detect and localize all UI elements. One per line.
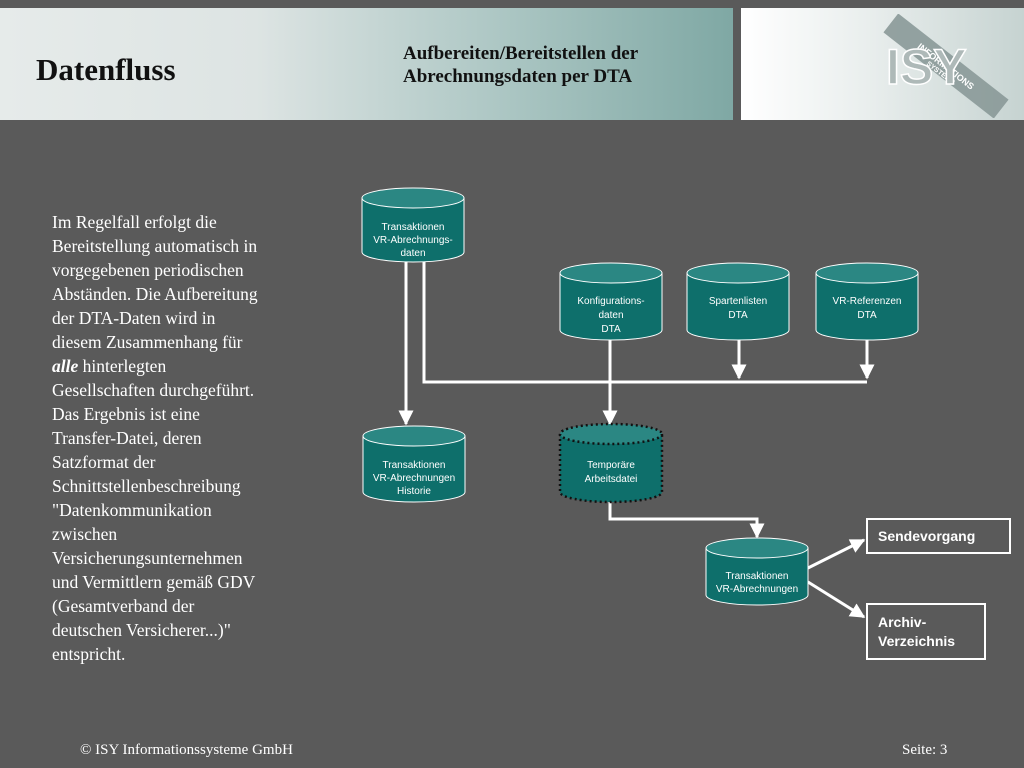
box-archiv-verzeichnis: Archiv- Verzeichnis <box>866 603 986 660</box>
text-line: Gesellschaften durchgeführt. <box>52 380 255 400</box>
text-line: Abständen. Die Aufbereitung <box>52 284 258 304</box>
node-label: Archiv- <box>878 614 927 630</box>
arrow-to-archiv <box>807 580 866 619</box>
subtitle-line-1: Aufbereiten/Bereitstellen der <box>403 43 639 64</box>
node-label: VR-Abrechnungen <box>716 584 798 595</box>
text-line: Versicherungsunternehmen <box>52 548 243 568</box>
text-line: deutschen Versicherer...)" <box>52 620 231 640</box>
emphasis-alle: alle <box>52 356 79 376</box>
arrow-to-sendevorgang <box>807 538 866 570</box>
node-label: Konfigurations- <box>577 296 644 307</box>
text-line: Im Regelfall erfolgt die <box>52 212 217 232</box>
subtitle-line-2: Abrechnungsdaten per DTA <box>403 66 633 87</box>
node-label: DTA <box>728 310 748 321</box>
db-temporaere-arbeitsdatei: Temporäre Arbeitsdatei <box>558 422 664 504</box>
text-line: Transfer-Datei, deren <box>52 428 202 448</box>
text-line: Satzformat der <box>52 452 156 472</box>
text-fragment: hinterlegten <box>78 356 167 376</box>
db-konfigurationsdaten: Konfigurations- daten DTA <box>559 262 663 341</box>
text-line: zwischen <box>52 524 118 544</box>
arrow-temp-to-transactions <box>608 502 765 539</box>
node-label: VR-Referenzen <box>833 296 902 307</box>
header: Datenfluss Aufbereiten/Bereitstellen der… <box>0 8 1024 120</box>
isy-logo: INFORMATIONS SYSTEME ISY <box>883 14 1009 118</box>
text-line: entspricht. <box>52 644 126 664</box>
text-line: diesem Zusammenhang für <box>52 332 243 352</box>
db-vr-referenzen: VR-Referenzen DTA <box>815 262 919 341</box>
node-label: VR-Abrechnungs- <box>373 235 452 246</box>
box-sendevorgang: Sendevorgang <box>866 518 1011 554</box>
text-line: Bereitstellung automatisch in <box>52 236 258 256</box>
node-label: Arbeitsdatei <box>585 474 638 485</box>
node-label: Spartenlisten <box>709 296 767 307</box>
node-label: DTA <box>857 310 877 321</box>
logo-text: ISY <box>886 39 967 95</box>
text-line: und Vermittlern gemäß GDV <box>52 572 256 592</box>
connectors <box>398 262 875 619</box>
description-text: Im Regelfall erfolgt die Bereitstellung … <box>52 210 302 666</box>
text-line: "Datenkommunikation <box>52 500 212 520</box>
node-label: Sendevorgang <box>878 528 975 544</box>
node-label: Temporäre <box>587 460 635 471</box>
text-line: Schnittstellenbeschreibung <box>52 476 241 496</box>
node-label: Transaktionen <box>726 571 789 582</box>
page-title: Datenfluss <box>36 52 176 87</box>
footer-page-number: Seite: 3 <box>902 742 948 758</box>
header-banner <box>0 8 733 120</box>
node-label: Transaktionen <box>383 460 446 471</box>
node-label: daten <box>598 310 623 321</box>
node-label: daten <box>400 248 425 259</box>
text-line-emphasis: alle hinterlegten <box>52 354 302 378</box>
node-label: DTA <box>601 324 621 335</box>
page-subtitle: Aufbereiten/Bereitstellen der Abrechnung… <box>403 42 638 88</box>
node-label: Historie <box>397 486 431 497</box>
collector-line <box>422 262 867 384</box>
text-line: (Gesamtverband der <box>52 596 195 616</box>
text-line: der DTA-Daten wird in <box>52 308 216 328</box>
node-label: Transaktionen <box>382 222 445 233</box>
db-spartenlisten: Spartenlisten DTA <box>686 262 790 341</box>
footer-copyright: © ISY Informationssysteme GmbH <box>80 742 293 758</box>
node-label: VR-Abrechnungen <box>373 473 455 484</box>
text-line: vorgegebenen periodischen <box>52 260 244 280</box>
db-transaktionen-historie: Transaktionen VR-Abrechnungen Historie <box>362 425 466 503</box>
db-transaktionen-abrechnungen: Transaktionen VR-Abrechnungen <box>705 537 809 606</box>
node-label: Verzeichnis <box>878 633 955 649</box>
db-transaktionen-abrechnungsdaten: Transaktionen VR-Abrechnungs- daten <box>361 187 465 263</box>
text-line: Das Ergebnis ist eine <box>52 404 200 424</box>
